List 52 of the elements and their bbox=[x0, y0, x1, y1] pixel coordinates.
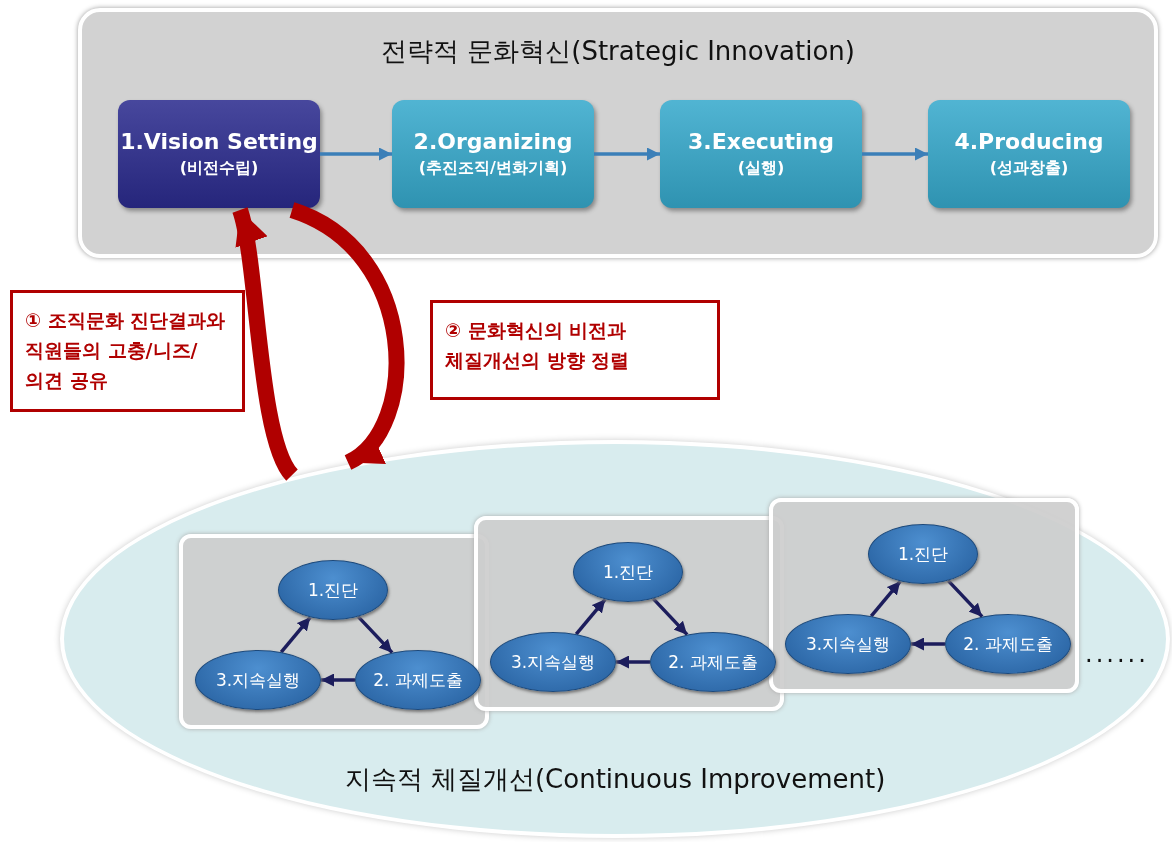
cycle-ellipse bbox=[785, 614, 911, 674]
arrow bbox=[279, 616, 312, 654]
ellipsis-text: ...... bbox=[1085, 640, 1149, 668]
process-box bbox=[118, 100, 320, 208]
step-subtitle: (성과창출) bbox=[989, 158, 1069, 179]
arrow bbox=[946, 579, 984, 618]
callout-box bbox=[10, 290, 245, 412]
step-title: 2.Organizing bbox=[413, 129, 573, 154]
step-label: 2. 과제도출 bbox=[668, 650, 758, 674]
callout-text: ② 문화혁신의 비전과 체질개선의 방향 정렬 bbox=[445, 318, 631, 373]
arrow bbox=[594, 147, 660, 161]
step-title: 1.Vision Setting bbox=[120, 129, 318, 154]
cycle-ellipse bbox=[650, 632, 776, 692]
group-title: 전략적 문화혁신(Strategic Innovation) bbox=[380, 35, 856, 68]
step-subtitle: (비전수립) bbox=[179, 158, 259, 179]
arrow bbox=[869, 580, 902, 618]
cycle-ellipse bbox=[355, 650, 481, 710]
cycle-ellipse bbox=[490, 632, 616, 692]
cycle-panel bbox=[474, 516, 784, 711]
arrow bbox=[911, 637, 945, 651]
step-label: 1.진단 bbox=[897, 542, 949, 566]
cycle-ellipse bbox=[573, 542, 683, 602]
arrow bbox=[651, 597, 689, 636]
step-subtitle: (실행) bbox=[737, 158, 785, 179]
arrow bbox=[320, 147, 392, 161]
process-box bbox=[392, 100, 594, 208]
cycle-ellipse bbox=[868, 524, 978, 584]
arrow bbox=[574, 598, 607, 636]
step-label: 1.진단 bbox=[602, 560, 654, 584]
arrow bbox=[616, 655, 650, 669]
step-title: 3.Executing bbox=[688, 129, 834, 154]
arrow bbox=[862, 147, 928, 161]
curved-arrow bbox=[288, 202, 405, 470]
cycle-ellipse bbox=[278, 560, 388, 620]
process-box bbox=[660, 100, 862, 208]
cycle-panel bbox=[769, 498, 1079, 693]
group-title: 지속적 체질개선(Continuous Improvement) bbox=[343, 763, 887, 796]
step-label: 3.지속실행 bbox=[215, 668, 301, 692]
process-box bbox=[928, 100, 1130, 208]
step-label: 2. 과제도출 bbox=[963, 632, 1053, 656]
step-label: 3.지속실행 bbox=[510, 650, 596, 674]
step-label: 3.지속실행 bbox=[805, 632, 891, 656]
step-label: 2. 과제도출 bbox=[373, 668, 463, 692]
step-subtitle: (추진조직/변화기획) bbox=[418, 158, 568, 179]
callout-text: ① 조직문화 진단결과와 직원들의 고충/니즈/ 의견 공유 bbox=[25, 308, 227, 393]
curved-arrow bbox=[232, 207, 299, 480]
callout-box bbox=[430, 300, 720, 400]
arrow bbox=[356, 615, 394, 654]
arrow bbox=[321, 673, 355, 687]
step-title: 4.Producing bbox=[954, 129, 1104, 154]
cycle-panel bbox=[179, 534, 489, 729]
step-label: 1.진단 bbox=[307, 578, 359, 602]
